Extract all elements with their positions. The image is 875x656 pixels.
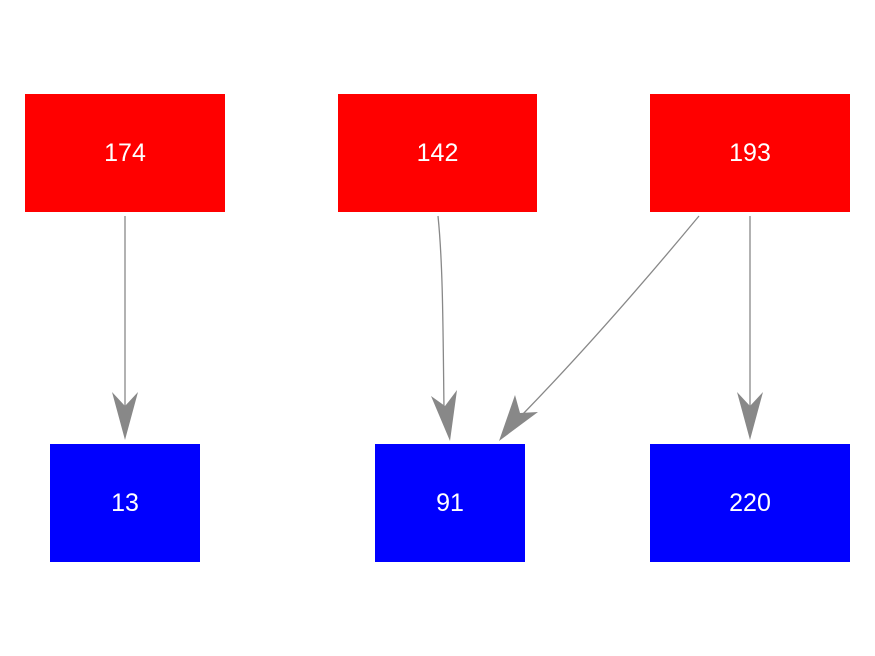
node-193-label: 193 xyxy=(729,138,771,167)
node-174: 174 xyxy=(25,94,225,212)
arrowhead-142-91 xyxy=(431,390,457,441)
node-142: 142 xyxy=(338,94,537,212)
node-13-label: 13 xyxy=(111,488,139,517)
arrowhead-193-91 xyxy=(499,395,538,441)
node-142-label: 142 xyxy=(416,138,459,167)
edge-193-91 xyxy=(521,215,700,416)
node-91: 91 xyxy=(375,444,525,562)
arrowhead-193-220 xyxy=(737,392,763,440)
node-91-label: 91 xyxy=(436,488,464,517)
edge-142-91 xyxy=(437,215,445,411)
node-193: 193 xyxy=(650,94,850,212)
node-174-label: 174 xyxy=(104,138,146,167)
arrowhead-174-13 xyxy=(112,392,138,440)
node-13: 13 xyxy=(50,444,200,562)
node-220: 220 xyxy=(650,444,850,562)
node-220-label: 220 xyxy=(729,488,771,517)
